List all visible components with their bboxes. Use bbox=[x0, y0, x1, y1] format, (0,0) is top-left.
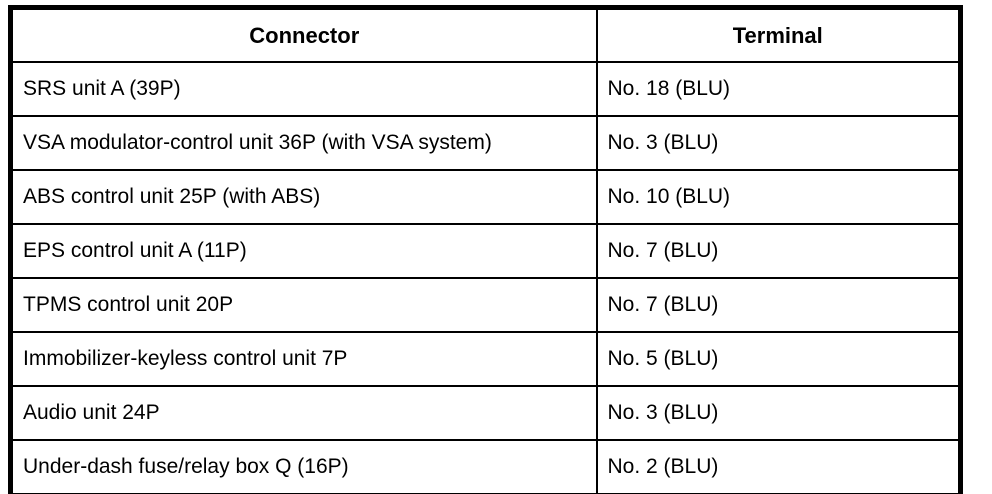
column-header-connector: Connector bbox=[9, 6, 598, 63]
table-row: ABS control unit 25P (with ABS) No. 10 (… bbox=[9, 169, 962, 225]
terminal-cell: No. 7 (BLU) bbox=[595, 223, 962, 279]
table-row: Under-dash fuse/relay box Q (16P) No. 2 … bbox=[9, 439, 962, 494]
terminal-cell: No. 10 (BLU) bbox=[595, 169, 962, 225]
terminal-cell: No. 3 (BLU) bbox=[595, 115, 962, 171]
terminal-cell: No. 7 (BLU) bbox=[595, 277, 962, 333]
table-header-row: Connector Terminal bbox=[9, 6, 962, 63]
table-row: EPS control unit A (11P) No. 7 (BLU) bbox=[9, 223, 962, 279]
table-row: VSA modulator-control unit 36P (with VSA… bbox=[9, 115, 962, 171]
connector-terminal-table: Connector Terminal SRS unit A (39P) No. … bbox=[8, 5, 963, 494]
connector-cell: TPMS control unit 20P bbox=[9, 277, 598, 333]
terminal-cell: No. 5 (BLU) bbox=[595, 331, 962, 387]
table-row: SRS unit A (39P) No. 18 (BLU) bbox=[9, 61, 962, 117]
column-header-terminal: Terminal bbox=[595, 6, 962, 63]
connector-cell: VSA modulator-control unit 36P (with VSA… bbox=[9, 115, 598, 171]
table-row: Immobilizer-keyless control unit 7P No. … bbox=[9, 331, 962, 387]
connector-cell: Under-dash fuse/relay box Q (16P) bbox=[9, 439, 598, 494]
terminal-cell: No. 18 (BLU) bbox=[595, 61, 962, 117]
terminal-cell: No. 2 (BLU) bbox=[595, 439, 962, 494]
connector-cell: ABS control unit 25P (with ABS) bbox=[9, 169, 598, 225]
connector-cell: EPS control unit A (11P) bbox=[9, 223, 598, 279]
connector-cell: SRS unit A (39P) bbox=[9, 61, 598, 117]
connector-cell: Audio unit 24P bbox=[9, 385, 598, 441]
terminal-cell: No. 3 (BLU) bbox=[595, 385, 962, 441]
table-row: Audio unit 24P No. 3 (BLU) bbox=[9, 385, 962, 441]
connector-cell: Immobilizer-keyless control unit 7P bbox=[9, 331, 598, 387]
table-row: TPMS control unit 20P No. 7 (BLU) bbox=[9, 277, 962, 333]
